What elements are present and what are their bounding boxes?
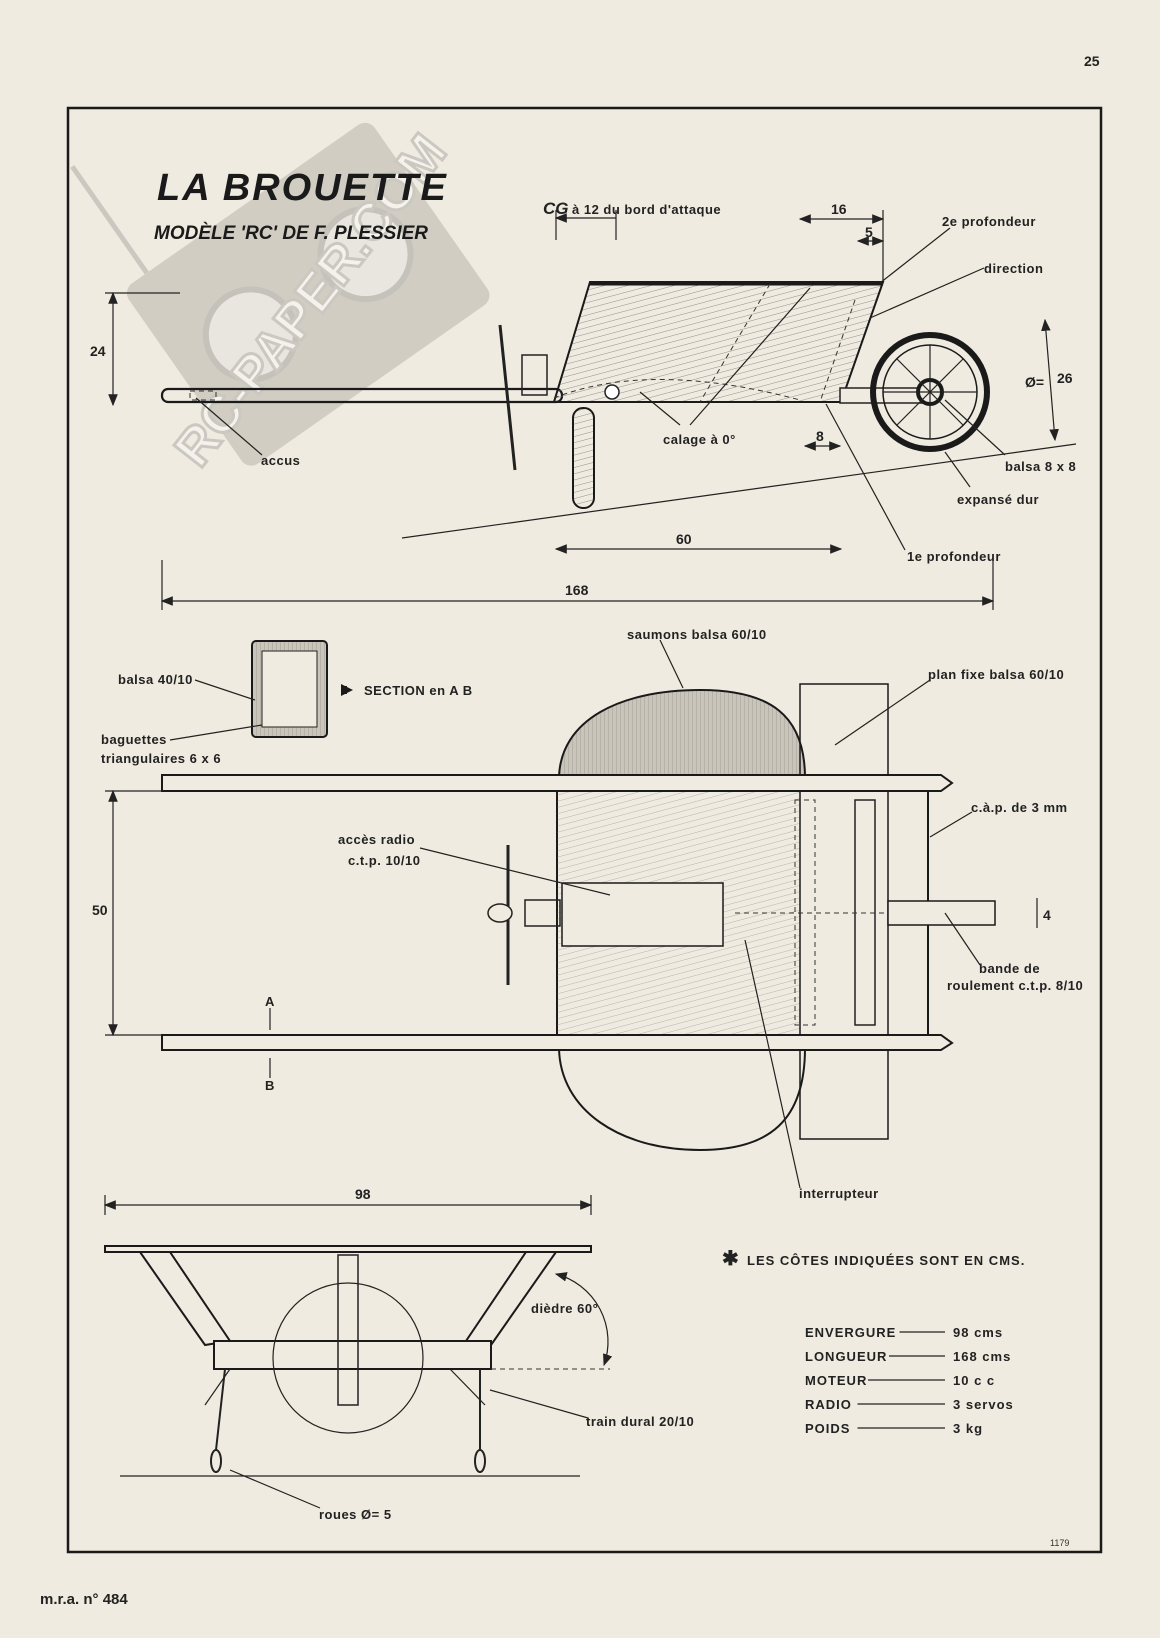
footer-issue: m.r.a. n° 484 (40, 1591, 128, 1608)
tray-side (552, 281, 885, 403)
label-baguettes: baguettes (101, 732, 167, 747)
label-saumons: saumons balsa 60/10 (627, 627, 767, 642)
spec-row: ENVERGURE 98 cms (805, 1325, 1003, 1340)
label-expanse-dur: expansé dur (957, 492, 1039, 507)
drawing-reference: 1179 (1050, 1538, 1069, 1548)
plan-view: balsa 40/10 baguettes triangulaires 6 x … (92, 627, 1083, 1201)
wing-tip-bottom (557, 1047, 807, 1152)
label-balsa-40: balsa 40/10 (118, 672, 193, 687)
dim-60: 60 (676, 531, 692, 547)
spec-row: MOTEUR 10 c c (805, 1373, 995, 1388)
tail-skid (887, 900, 996, 926)
page-number: 25 (1084, 53, 1100, 69)
landing-leg (572, 407, 595, 509)
wheel-left (210, 1449, 222, 1473)
boom-right (161, 1034, 954, 1051)
spec-label: RADIO (805, 1397, 852, 1412)
top-plate (104, 1245, 592, 1253)
dim-16: 16 (831, 201, 847, 217)
ground-line (401, 443, 1077, 539)
wheel-right (474, 1449, 486, 1473)
spec-value: 98 cms (953, 1325, 1003, 1340)
label-cap: c.à.p. de 3 mm (971, 800, 1068, 815)
spec-label: LONGUEUR (805, 1349, 887, 1364)
drawing-frame (66, 106, 1103, 1554)
spec-label: MOTEUR (805, 1373, 867, 1388)
plan-title: LA BROUETTE (157, 167, 448, 209)
spec-value: 10 c c (953, 1373, 995, 1388)
spec-row: POIDS 3 kg (805, 1421, 983, 1436)
label-accus: accus (261, 453, 300, 468)
dimensions-note: LES CÔTES INDIQUÉES SONT EN CMS. (747, 1253, 1025, 1268)
label-a: A (265, 994, 275, 1009)
label-ctp: c.t.p. 10/10 (348, 853, 420, 868)
spec-label: POIDS (805, 1421, 850, 1436)
spec-value: 3 kg (953, 1421, 983, 1436)
dim-24: 24 (90, 343, 106, 359)
label-roues: roues Ø= 5 (319, 1507, 392, 1522)
dim-diameter: Ø= (1025, 374, 1044, 390)
label-2e-profondeur: 2e profondeur (942, 214, 1036, 229)
plan-subtitle: MODÈLE 'RC' DE F. PLESSIER (154, 222, 428, 244)
dim-98: 98 (355, 1186, 371, 1202)
spec-row: RADIO 3 servos (805, 1397, 1014, 1412)
propeller (498, 324, 517, 471)
side-view: CG à 12 du bord d'attaque 16 5 24 8 60 1… (90, 199, 1077, 610)
dim-50: 50 (92, 902, 108, 918)
label-roulement: roulement c.t.p. 8/10 (947, 978, 1083, 993)
spec-row: LONGUEUR 168 cms (805, 1349, 1011, 1364)
battery-box (189, 390, 217, 401)
dim-168: 168 (565, 582, 589, 598)
label-train: train dural 20/10 (586, 1414, 694, 1429)
center-beam (213, 1340, 492, 1370)
radio-hatch (561, 882, 724, 947)
label-direction: direction (984, 261, 1043, 276)
transmitter-watermark: RC-PAPER.COM (70, 122, 490, 479)
spec-label: ENVERGURE (805, 1325, 896, 1340)
asterisk-icon: ✱ (722, 1248, 739, 1270)
label-bande: bande de (979, 961, 1040, 976)
cg-symbol (604, 384, 620, 400)
label-1e-profondeur: 1e profondeur (907, 549, 1001, 564)
label-calage: calage à 0° (663, 432, 736, 447)
dim-26: 26 (1057, 370, 1073, 386)
propeller-disc (272, 1282, 424, 1434)
cg-text: à 12 du bord d'attaque (572, 202, 721, 217)
label-interrupteur: interrupteur (799, 1186, 879, 1201)
cg-label: CG (543, 199, 569, 218)
dim-8: 8 (816, 428, 824, 444)
label-triangulaires: triangulaires 6 x 6 (101, 751, 221, 766)
boom-left (161, 774, 954, 792)
label-acces-radio: accès radio (338, 832, 415, 847)
wheel (870, 332, 990, 452)
label-section: SECTION en A B (364, 683, 473, 698)
dim-5: 5 (865, 224, 873, 240)
front-view: 98 dièdre 60° train dural 20/10 roues Ø=… (103, 1186, 694, 1522)
engine (521, 354, 548, 396)
wing-tip-top (557, 688, 807, 779)
spec-value: 3 servos (953, 1397, 1014, 1412)
spec-value: 168 cms (953, 1349, 1011, 1364)
label-balsa-8x8: balsa 8 x 8 (1005, 459, 1076, 474)
label-b: B (265, 1078, 275, 1093)
label-plan-fixe: plan fixe balsa 60/10 (928, 667, 1064, 682)
label-diedre: dièdre 60° (531, 1301, 598, 1316)
dim-4: 4 (1043, 907, 1051, 923)
